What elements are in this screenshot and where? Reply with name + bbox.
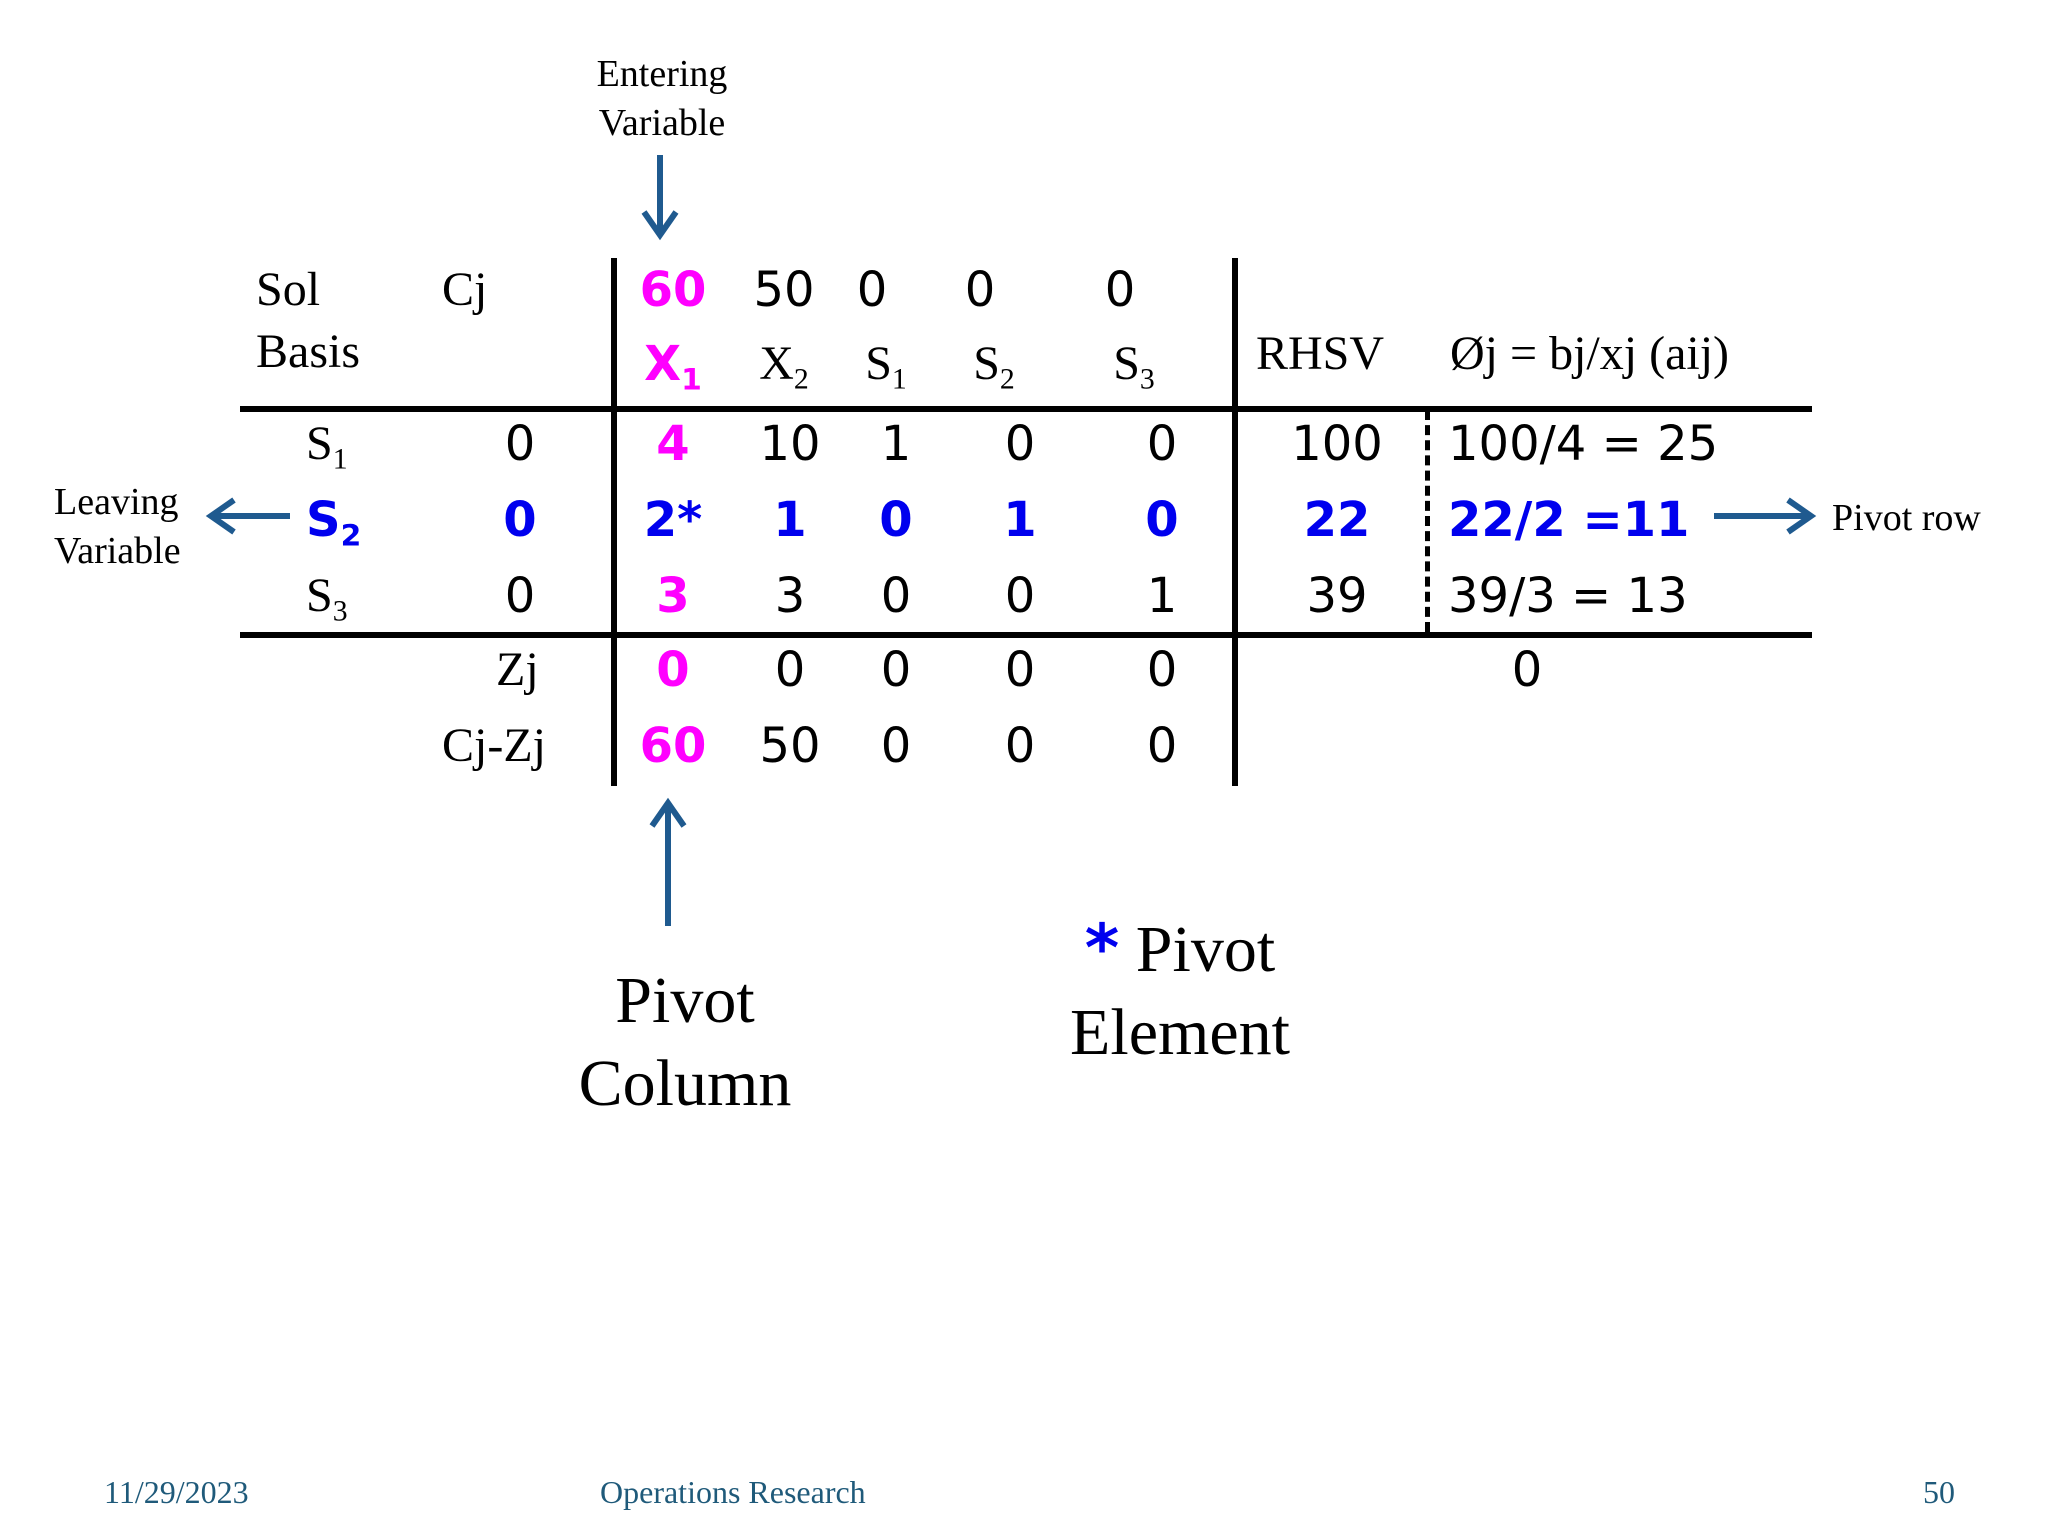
- entering-variable-line1: Entering: [596, 53, 728, 95]
- ratio-r3: 39/3 = 13: [1448, 568, 1688, 624]
- leaving-variable-line2: Variable: [54, 530, 181, 573]
- var-s2-base: S: [973, 337, 1000, 390]
- footer-date: 11/29/2023: [104, 1474, 249, 1510]
- cell-r1-x1: 4: [656, 416, 690, 472]
- rhs-r2: 22: [1303, 492, 1371, 548]
- var-x1: X1: [644, 340, 702, 395]
- ratio-r1: 100/4 = 25: [1448, 416, 1719, 472]
- entering-variable-label: Entering Variable: [597, 50, 728, 149]
- cell-r3-x1: 3: [656, 568, 690, 624]
- cell-r3-s3: 1: [1146, 568, 1178, 624]
- pivot-column-line1: Pivot: [615, 964, 755, 1037]
- basis-s2: S2: [306, 496, 361, 551]
- var-s1: S1: [865, 337, 907, 394]
- var-s3: S3: [1113, 337, 1155, 394]
- zj-s2: 0: [1004, 642, 1036, 698]
- divider-basis-coeffs: [611, 258, 617, 786]
- rhs-r1: 100: [1291, 416, 1383, 472]
- cell-r3-x2: 3: [774, 568, 806, 624]
- var-x2-sub: 2: [793, 362, 809, 396]
- cell-r2-s2: 1: [1003, 492, 1037, 548]
- cell-r1-s1: 1: [880, 416, 912, 472]
- basis-s1-base: S: [306, 417, 333, 470]
- var-s3-base: S: [1113, 337, 1140, 390]
- footer-title: Operations Research: [600, 1474, 866, 1510]
- cjzj-s1: 0: [880, 718, 912, 774]
- pivot-element-line1: * Pivot: [1070, 908, 1290, 992]
- cell-r2-s3: 0: [1145, 492, 1179, 548]
- zj-x2: 0: [774, 642, 806, 698]
- basis-s3: S3: [306, 569, 348, 626]
- cell-r1-x2: 10: [759, 416, 821, 472]
- divider-coeffs-rhs: [1232, 258, 1238, 786]
- var-x2: X2: [759, 337, 809, 394]
- var-x1-sub: 1: [681, 362, 702, 398]
- ratio-label: Øj = bj/xj (aij): [1450, 327, 1730, 380]
- zj-s1: 0: [880, 642, 912, 698]
- rhs-r3: 39: [1306, 568, 1368, 624]
- var-s1-sub: 1: [891, 362, 907, 396]
- cell-r2-x2: 1: [773, 492, 807, 548]
- zj-x1: 0: [656, 642, 690, 698]
- cb-s3: 0: [504, 568, 536, 624]
- pivot-star-icon: *: [1084, 910, 1120, 987]
- basis-s3-sub: 3: [332, 594, 348, 628]
- var-s2-sub: 2: [999, 362, 1015, 396]
- basis-s1-sub: 1: [332, 442, 348, 476]
- pivot-row-arrow-icon: [1714, 497, 1817, 535]
- cell-r3-s1: 0: [880, 568, 912, 624]
- cj-value-x2: 50: [753, 262, 815, 318]
- var-s1-base: S: [865, 337, 892, 390]
- leaving-arrow-icon: [205, 497, 290, 535]
- cjzj-s3: 0: [1146, 718, 1178, 774]
- cj-value-s1: 0: [856, 262, 888, 318]
- basis-s3-base: S: [306, 569, 333, 622]
- zj-label: Zj: [496, 643, 539, 696]
- body-rule: [240, 632, 1812, 638]
- pivot-column-line2: Column: [578, 1046, 792, 1120]
- cj-value-s2: 0: [964, 262, 996, 318]
- sol-label: Sol: [256, 263, 321, 316]
- var-x2-base: X: [759, 337, 794, 390]
- rhsv-label: RHSV: [1256, 327, 1385, 380]
- cjzj-x1: 60: [639, 718, 707, 774]
- zj-total: 0: [1511, 642, 1543, 698]
- cell-r3-s2: 0: [1004, 568, 1036, 624]
- pivot-row-label: Pivot row: [1832, 497, 1981, 539]
- var-s2: S2: [973, 337, 1015, 394]
- entering-arrow-icon: [641, 155, 679, 241]
- var-s3-sub: 3: [1139, 362, 1155, 396]
- pivot-element-line2: Element: [1070, 995, 1290, 1069]
- cjzj-s2: 0: [1004, 718, 1036, 774]
- basis-s1: S1: [306, 417, 348, 474]
- cb-s1: 0: [504, 416, 536, 472]
- pivot-element-word1: Pivot: [1135, 913, 1276, 986]
- cjzj-label: Cj-Zj: [442, 719, 546, 772]
- cell-r2-s1: 0: [879, 492, 913, 548]
- cjzj-x2: 50: [759, 718, 821, 774]
- var-x1-base: X: [644, 336, 682, 392]
- footer-page-number: 50: [1923, 1474, 1955, 1510]
- basis-s2-base: S: [306, 492, 341, 548]
- basis-s2-sub: 2: [340, 518, 362, 554]
- cj-value-x1: 60: [639, 262, 707, 318]
- pivot-element-legend: * Pivot Element: [1070, 908, 1290, 1074]
- basis-label: Basis: [256, 325, 361, 378]
- pivot-column-label: Pivot Column: [579, 960, 792, 1125]
- header-rule: [240, 406, 1812, 412]
- cb-s2: 0: [503, 492, 537, 548]
- cj-value-s3: 0: [1104, 262, 1136, 318]
- ratio-divider: [1425, 410, 1430, 632]
- leaving-variable-line1: Leaving: [54, 481, 179, 523]
- pivot-column-arrow-icon: [649, 797, 687, 926]
- cell-r1-s3: 0: [1146, 416, 1178, 472]
- pivot-element-cell: 2*: [643, 492, 703, 548]
- cj-label: Cj: [442, 263, 488, 316]
- zj-s3: 0: [1146, 642, 1178, 698]
- leaving-variable-label: Leaving Variable: [54, 478, 181, 577]
- cell-r1-s2: 0: [1004, 416, 1036, 472]
- entering-variable-line2: Variable: [598, 102, 726, 145]
- ratio-r2: 22/2 =11: [1448, 492, 1690, 548]
